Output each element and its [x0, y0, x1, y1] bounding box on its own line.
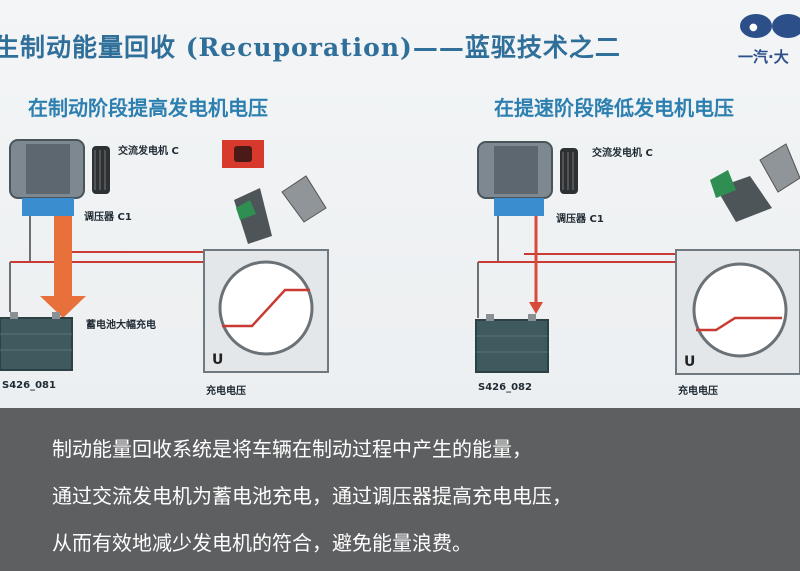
right-voltage-curve: [696, 316, 782, 332]
svg-text:●: ●: [749, 22, 758, 33]
logo-text: 一汽·大: [738, 48, 789, 66]
right-diagram: U: [475, 141, 800, 375]
left-charge-arrow: [54, 216, 72, 296]
left-regulator-label: 调压器 C1: [84, 212, 132, 223]
logo: ●: [740, 14, 800, 38]
left-battery: [0, 317, 73, 371]
left-alternator-core: [26, 144, 70, 194]
right-graph-axis: U: [684, 354, 695, 370]
right-alternator-label: 交流发电机 C: [592, 148, 653, 159]
left-voltage-curve: [222, 288, 310, 328]
diagram-canvas: U: [0, 14, 800, 375]
left-graph-axis: U: [212, 352, 223, 368]
right-code: S426_082: [478, 382, 532, 393]
left-heading: 在制动阶段提高发电机电压: [28, 96, 268, 120]
caption-line-2: 通过交流发电机为蓄电池充电，通过调压器提高充电电压，: [52, 484, 572, 508]
right-voltage-label: 充电电压: [678, 386, 718, 397]
right-heading: 在提速阶段降低发电机电压: [494, 96, 734, 120]
left-diagram: U: [0, 139, 329, 373]
left-voltage-label: 充电电压: [206, 386, 246, 397]
left-alternator-label: 交流发电机 C: [118, 146, 179, 157]
caption-line-1: 制动能量回收系统是将车辆在制动过程中产生的能量，: [52, 437, 532, 461]
caption-panel: [0, 408, 800, 571]
right-battery: [475, 319, 549, 373]
caption-line-3: 从而有效地减少发电机的符合，避免能量浪费。: [52, 531, 472, 555]
right-regulator: [494, 198, 544, 216]
left-regulator: [22, 198, 74, 216]
slide-title: 生制动能量回收 (Recuporation)——蓝驱技术之二: [0, 33, 621, 62]
left-code: S426_081: [2, 380, 56, 391]
slide: U: [0, 0, 800, 408]
right-regulator-label: 调压器 C1: [556, 214, 604, 225]
left-battery-label: 蓄电池大幅充电: [86, 320, 156, 331]
